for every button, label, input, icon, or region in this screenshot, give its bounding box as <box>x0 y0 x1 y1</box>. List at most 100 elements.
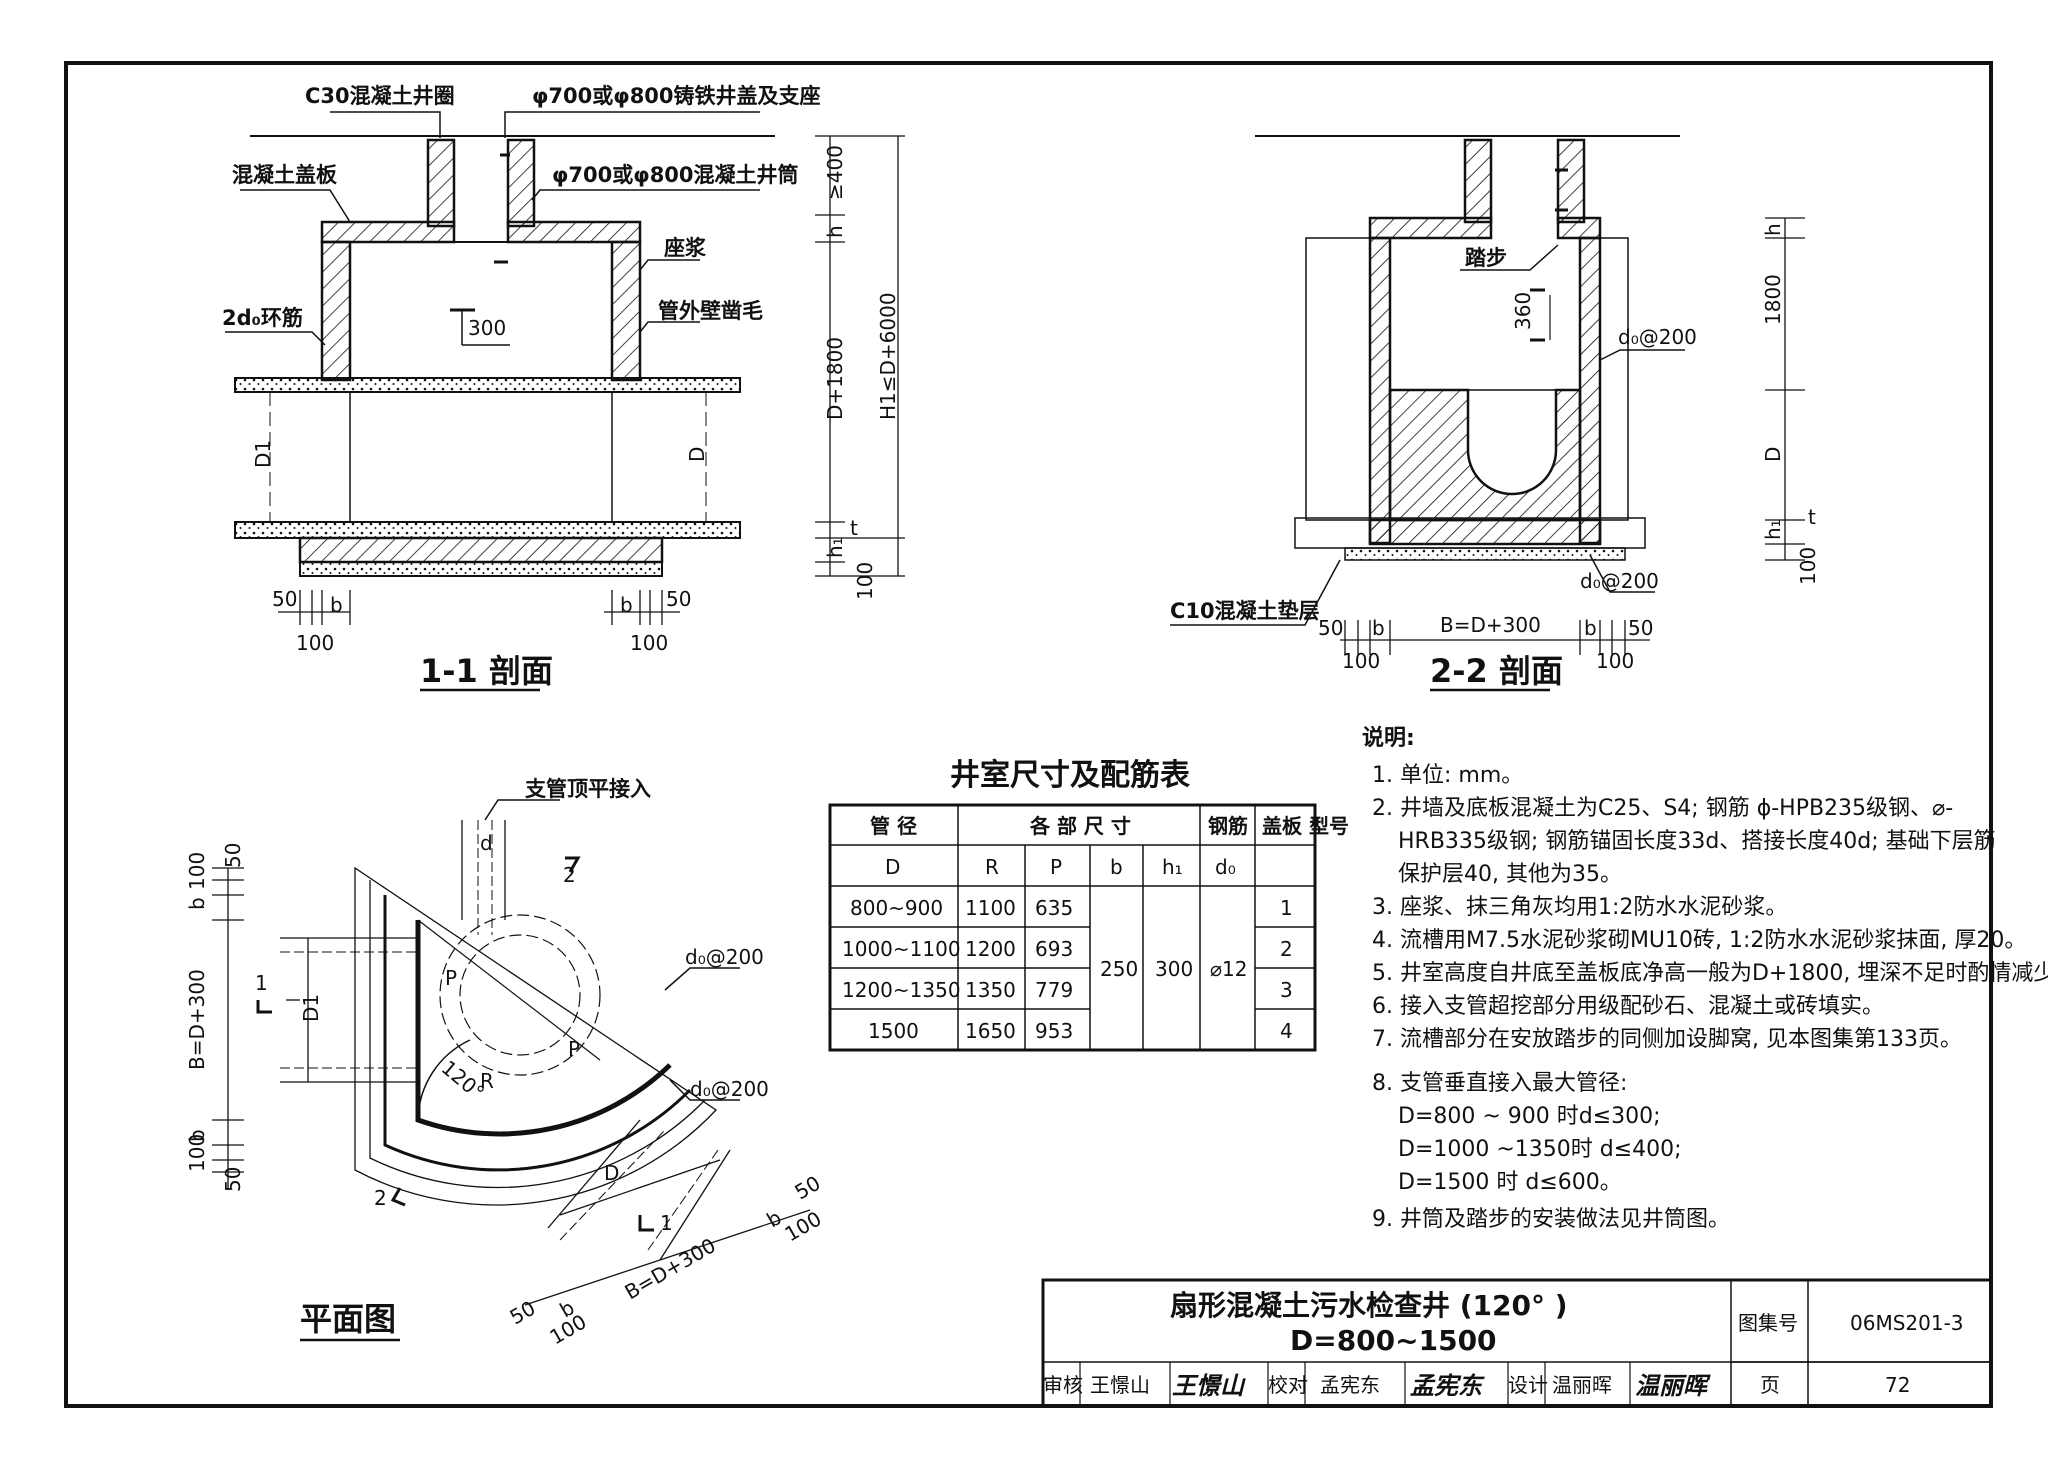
label-bar-top: d₀@200 <box>1618 325 1697 349</box>
dim-100-top: 100 <box>185 852 209 890</box>
dim-t: t <box>1808 505 1816 529</box>
note-line-13: D=1500 时 d≤600。 <box>1398 1170 1622 1195</box>
cell-D-row1: 800~900 <box>850 896 943 920</box>
label-bar-bottom: d₀@200 <box>1580 569 1659 593</box>
notes: 说明: 1. 单位: mm。 2. 井墙及底板混凝土为C25、S4; 钢筋 ϕ-… <box>1362 725 2048 1232</box>
dim-b-top: b <box>185 897 209 910</box>
th-pipe-dia: 管 径 <box>870 814 917 838</box>
dim-50-bottom: 50 <box>221 1167 245 1192</box>
dim-50-left: 50 <box>1318 616 1343 640</box>
check-label: 校对 <box>1268 1373 1308 1397</box>
dim-100: 100 <box>1796 547 1820 585</box>
dim-D1: D1 <box>251 440 275 468</box>
dim-100-diag-r: 100 <box>781 1206 826 1246</box>
cell-R-row1: 1100 <box>965 896 1016 920</box>
plan-view: 支管顶平接入 d₀@200 d₀@200 d D1 P P R 120° D B… <box>185 777 826 1349</box>
cell-P-row1: 635 <box>1035 896 1073 920</box>
dim-360: 360 <box>1511 292 1535 330</box>
th-P: P <box>1050 855 1062 879</box>
page-number: 72 <box>1885 1373 1910 1397</box>
section-mark-1-left: 1 <box>255 971 268 995</box>
dim-100-left: 100 <box>296 631 334 655</box>
label-bar-b: d₀@200 <box>690 1077 769 1101</box>
dim-b-bottom: b <box>185 1129 209 1142</box>
th-h1: h₁ <box>1162 855 1183 879</box>
dim-50-right: 50 <box>1628 616 1653 640</box>
note-line-9: 7. 流槽部分在安放踏步的同侧加设脚窝, 见本图集第133页。 <box>1372 1027 1962 1052</box>
cell-D-row3: 1200~1350 <box>842 978 961 1002</box>
dim-width: B=D+300 <box>1440 613 1541 637</box>
section-mark-2-top: 2 <box>563 863 576 887</box>
section-mark-1-bottom: 1 <box>660 1211 673 1235</box>
dim-50-top: 50 <box>221 843 245 868</box>
note-line-5: 3. 座浆、抹三角灰均用1:2防水水泥砂浆。 <box>1372 895 1787 920</box>
drawing-title-line1: 扇形混凝土污水检查井 (120° ) <box>1170 1289 1568 1322</box>
page-label: 页 <box>1760 1373 1780 1397</box>
cell-P-row3: 779 <box>1035 978 1073 1002</box>
dim-50-right: 50 <box>666 587 691 611</box>
th-D: D <box>885 855 900 879</box>
cell-h1-merged: 300 <box>1155 957 1193 981</box>
dim-ge400: ≥400 <box>823 145 847 200</box>
label-step: 踏步 <box>1465 246 1507 270</box>
reviewer-signature: 王憬山 <box>1172 1372 1246 1400</box>
th-d0: d₀ <box>1215 855 1236 879</box>
table-title: 井室尺寸及配筋表 <box>950 758 1190 793</box>
label-bar-a: d₀@200 <box>685 945 764 969</box>
dim-b-left: b <box>1372 616 1385 640</box>
dim-h: h <box>1761 223 1785 236</box>
note-line-2: 2. 井墙及底板混凝土为C25、S4; 钢筋 ϕ-HPB235级钢、⌀- <box>1372 796 1953 821</box>
cell-P-row2: 693 <box>1035 937 1073 961</box>
dim-h: h <box>823 225 847 238</box>
th-rebar: 钢筋 <box>1208 814 1248 838</box>
title-block: 扇形混凝土污水检查井 (120° ) D=800~1500 图集号 06MS20… <box>1041 1278 1993 1408</box>
cell-type-row1: 1 <box>1280 896 1293 920</box>
section-2-2-title: 2-2 剖面 <box>1430 652 1563 690</box>
label-cushion: C10混凝土垫层 <box>1170 599 1320 623</box>
dim-R: R <box>480 1069 494 1093</box>
dim-d1800: D+1800 <box>823 337 847 420</box>
dim-b-left: b <box>330 593 343 617</box>
dim-t: t <box>850 516 858 540</box>
note-line-14: 9. 井筒及踏步的安装做法见井筒图。 <box>1372 1207 1730 1232</box>
note-line-3: HRB335级钢; 钢筋锚固长度33d、搭接长度40d; 基础下层筋 <box>1398 829 1996 854</box>
label-branch: 支管顶平接入 <box>525 777 651 801</box>
section-1-1-title: 1-1 剖面 <box>420 652 553 690</box>
dim-h1: h₁ <box>823 537 847 558</box>
dim-D: D <box>685 447 709 462</box>
dim-b-right: b <box>1584 616 1597 640</box>
dim-50-diag-r: 50 <box>791 1171 825 1205</box>
label-c30-ring: C30混凝土井圈 <box>305 84 455 108</box>
label-shaft: φ700或φ800混凝土井筒 <box>552 163 799 187</box>
dim-P-lower: P <box>568 1037 580 1061</box>
cell-type-row3: 3 <box>1280 978 1293 1002</box>
plan-title: 平面图 <box>300 1300 396 1338</box>
dim-100: 100 <box>853 562 877 600</box>
cell-R-row3: 1350 <box>965 978 1016 1002</box>
label-mortar: 座浆 <box>664 236 707 260</box>
label-cover: φ700或φ800铸铁井盖及支座 <box>532 84 821 108</box>
th-slab-type: 盖板 型号 <box>1262 814 1349 838</box>
dim-100-right: 100 <box>630 631 668 655</box>
dim-P-upper: P <box>445 966 457 990</box>
dim-b-right: b <box>620 593 633 617</box>
designer-name: 温丽晖 <box>1552 1373 1612 1397</box>
dim-50-diag-l: 50 <box>506 1296 540 1330</box>
section-2-2: 踏步 d₀@200 d₀@200 C10混凝土垫层 360 1800 D h h… <box>1170 135 1820 692</box>
dim-D1: D1 <box>299 994 323 1022</box>
checker-signature: 孟宪东 <box>1410 1372 1485 1400</box>
dim-angle: 120° <box>437 1055 489 1104</box>
note-line-12: D=1000 ~1350时 d≤400; <box>1398 1137 1682 1162</box>
dim-50-left: 50 <box>272 587 297 611</box>
dim-100-right: 100 <box>1596 649 1634 673</box>
dim-h1-max: H1≤D+6000 <box>876 292 900 420</box>
note-line-1: 1. 单位: mm。 <box>1372 763 1523 788</box>
note-line-6: 4. 流槽用M7.5水泥砂浆砌MU10砖, 1:2防水水泥砂浆抹面, 厚20。 <box>1372 928 2026 953</box>
atlas-number: 06MS201-3 <box>1850 1311 1964 1335</box>
dim-step-300: 300 <box>468 316 506 340</box>
checker-name: 孟宪东 <box>1320 1373 1380 1397</box>
dimension-table: 井室尺寸及配筋表 管 径 各 部 尺 寸 钢筋 盖板 型号 D R P b h₁… <box>828 758 1349 1052</box>
dim-1800: 1800 <box>1761 274 1785 325</box>
note-line-8: 6. 接入支管超挖部分用级配砂石、混凝土或砖填实。 <box>1372 994 1884 1019</box>
